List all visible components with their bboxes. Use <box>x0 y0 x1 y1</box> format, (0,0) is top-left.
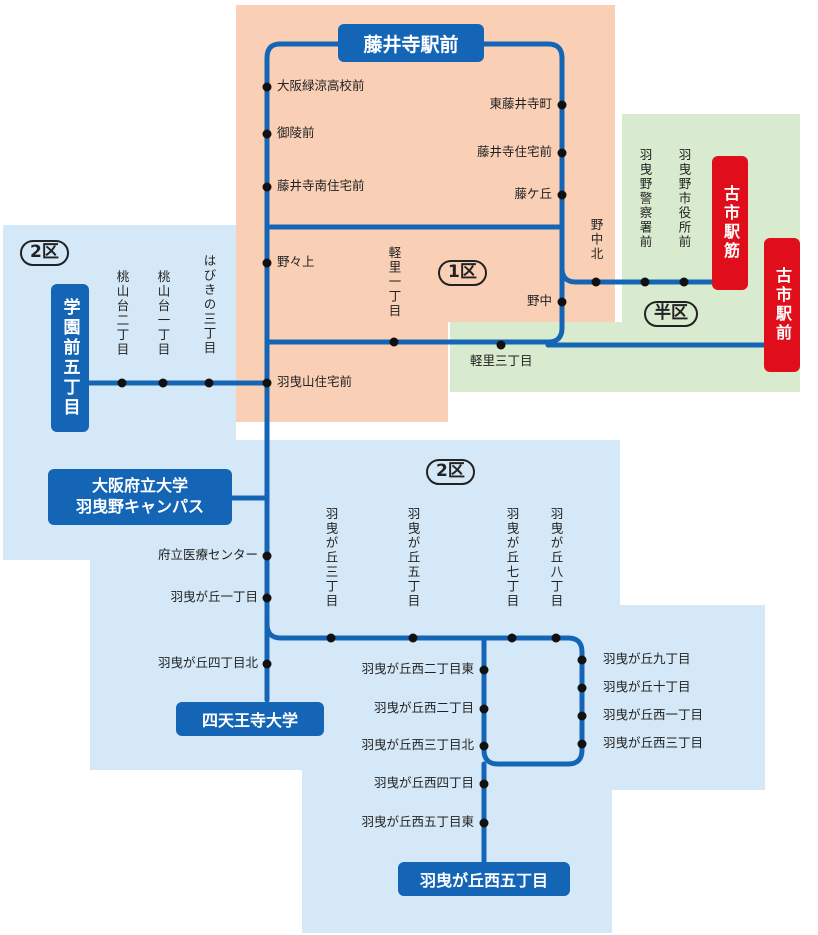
stop-nonoue: 野々上 <box>277 254 315 269</box>
stop-oka3: 羽曳が丘三丁目 <box>323 507 339 609</box>
stop-oka7: 羽曳が丘七丁目 <box>504 507 520 609</box>
terminal-furuichi-suji[interactable]: 古市駅筋 <box>712 156 748 290</box>
stop-ryokuryo: 大阪緑涼高校前 <box>277 78 365 93</box>
stop-nishi2-east: 羽曳が丘西二丁目東 <box>361 661 474 676</box>
zone1-area <box>236 5 615 422</box>
stop-oka10: 羽曳が丘十丁目 <box>603 679 691 694</box>
stop-oka8: 羽曳が丘八丁目 <box>548 507 564 609</box>
zone1-badge: 1区 <box>438 260 487 286</box>
stop-nishi3-east: 羽曳が丘西三丁目 <box>603 735 704 750</box>
zone2-badge-south: 2区 <box>426 459 475 485</box>
stop-medical: 府立医療センター <box>157 547 258 562</box>
stop-nishi2: 羽曳が丘西二丁目 <box>373 700 474 715</box>
terminal-fujiidera[interactable]: 藤井寺駅前 <box>338 24 484 62</box>
stop-karusato3: 軽里三丁目 <box>470 353 533 368</box>
terminal-furuichi-mae[interactable]: 古市駅前 <box>764 238 800 372</box>
stop-fujiidera-jutaku: 藤井寺住宅前 <box>476 144 552 159</box>
stop-city-hall: 羽曳野市役所前 <box>676 148 692 250</box>
zone2-area-south <box>90 440 765 933</box>
stop-oka1: 羽曳が丘一丁目 <box>170 589 258 604</box>
stop-oka4kita: 羽曳が丘四丁目北 <box>157 655 258 670</box>
terminal-osaka-univ[interactable]: 大阪府立大学 羽曳野キャンパス <box>48 469 232 525</box>
stop-goryo: 御陵前 <box>277 125 315 140</box>
stop-higashi-fujiidera: 東藤井寺町 <box>489 96 552 111</box>
stop-fujiidera-minami: 藤井寺南住宅前 <box>277 178 365 193</box>
stop-oka5: 羽曳が丘五丁目 <box>405 507 421 609</box>
half-zone-badge: 半区 <box>644 301 698 327</box>
stop-nonaka: 野中 <box>526 293 552 308</box>
stop-fujigaoka: 藤ケ丘 <box>514 186 552 201</box>
stop-nonaka-kita: 野中北 <box>588 218 604 262</box>
stop-momoyama2: 桃山台二丁目 <box>114 270 130 357</box>
stop-habikino3: はびきの三丁目 <box>201 254 217 356</box>
stop-nishi3-kita: 羽曳が丘西三丁目北 <box>361 737 474 752</box>
stop-nishi4: 羽曳が丘西四丁目 <box>373 775 474 790</box>
terminal-nishi5[interactable]: 羽曳が丘西五丁目 <box>398 862 570 896</box>
stop-police: 羽曳野警察署前 <box>637 148 653 250</box>
stop-dots <box>117 82 689 828</box>
terminal-osaka-univ-line1: 大阪府立大学 <box>91 476 188 496</box>
stop-nishi1: 羽曳が丘西一丁目 <box>603 707 704 722</box>
terminal-shitennoji[interactable]: 四天王寺大学 <box>176 702 324 736</box>
terminal-osaka-univ-line2: 羽曳野キャンパス <box>75 497 204 516</box>
stop-oka9: 羽曳が丘九丁目 <box>603 651 691 666</box>
stop-habikiyama: 羽曳山住宅前 <box>277 374 353 389</box>
stop-nishi5-east: 羽曳が丘西五丁目東 <box>361 814 474 829</box>
terminal-gakuen[interactable]: 学園前五丁目 <box>51 284 89 432</box>
zone2-badge-west: 2区 <box>20 240 69 266</box>
stop-momoyama1: 桃山台一丁目 <box>155 270 171 357</box>
stop-karusato1: 軽里一丁目 <box>386 246 402 319</box>
